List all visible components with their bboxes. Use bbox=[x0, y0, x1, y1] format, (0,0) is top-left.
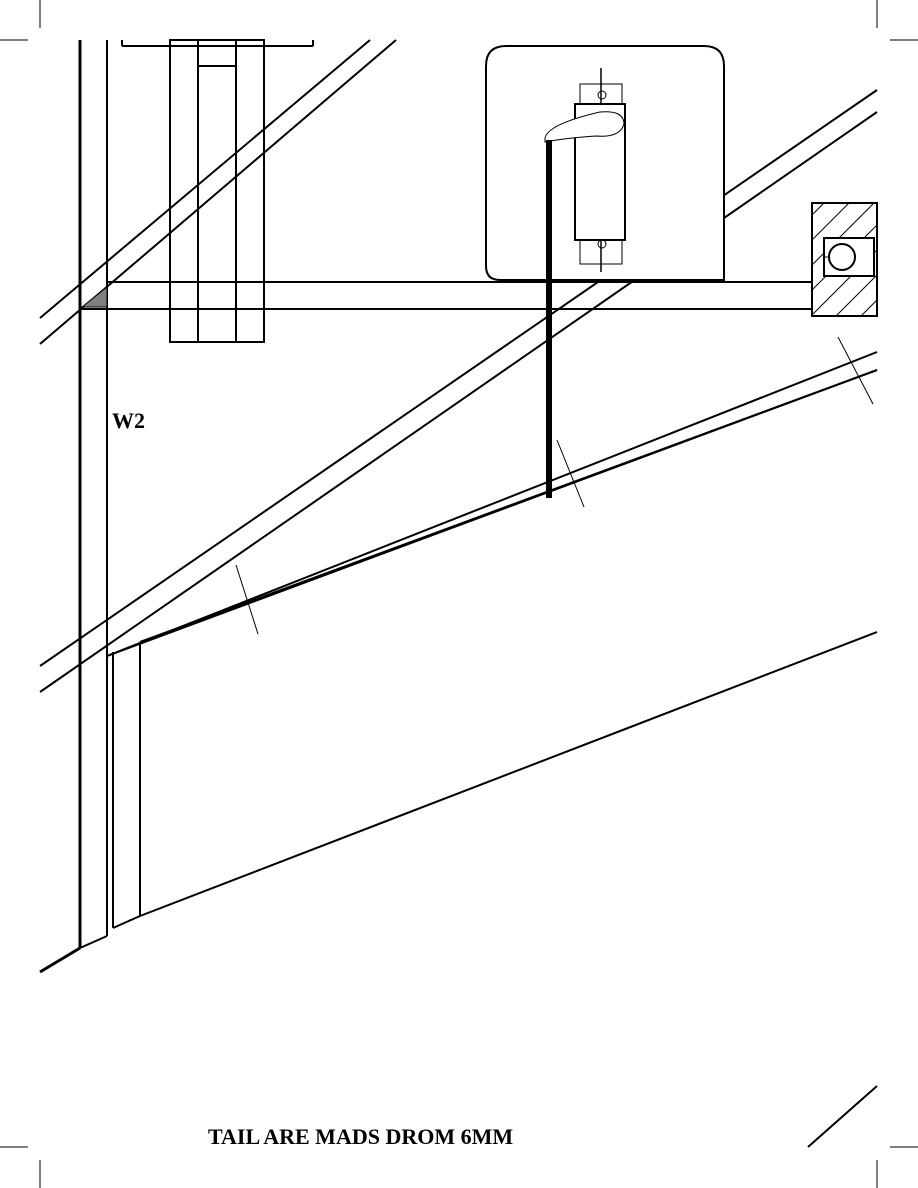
bearing-block-icon bbox=[811, 202, 878, 317]
fuselage-outline bbox=[39, 40, 108, 974]
gusset-fill bbox=[80, 285, 108, 308]
part-label-w2: W2 bbox=[112, 408, 145, 433]
tail-surface bbox=[112, 631, 878, 929]
material-note: TAIL ARE MADS DROM 6MM bbox=[208, 1124, 514, 1149]
top-spar bbox=[121, 40, 314, 47]
tail-spar bbox=[106, 351, 878, 657]
vertical-post bbox=[169, 39, 265, 343]
long-diagonal-brace bbox=[39, 89, 878, 693]
corner-hatch bbox=[807, 1085, 878, 1148]
hinge-detail-icon bbox=[485, 45, 725, 498]
cut-marks bbox=[235, 336, 874, 635]
horizontal-cross-member bbox=[80, 281, 812, 310]
